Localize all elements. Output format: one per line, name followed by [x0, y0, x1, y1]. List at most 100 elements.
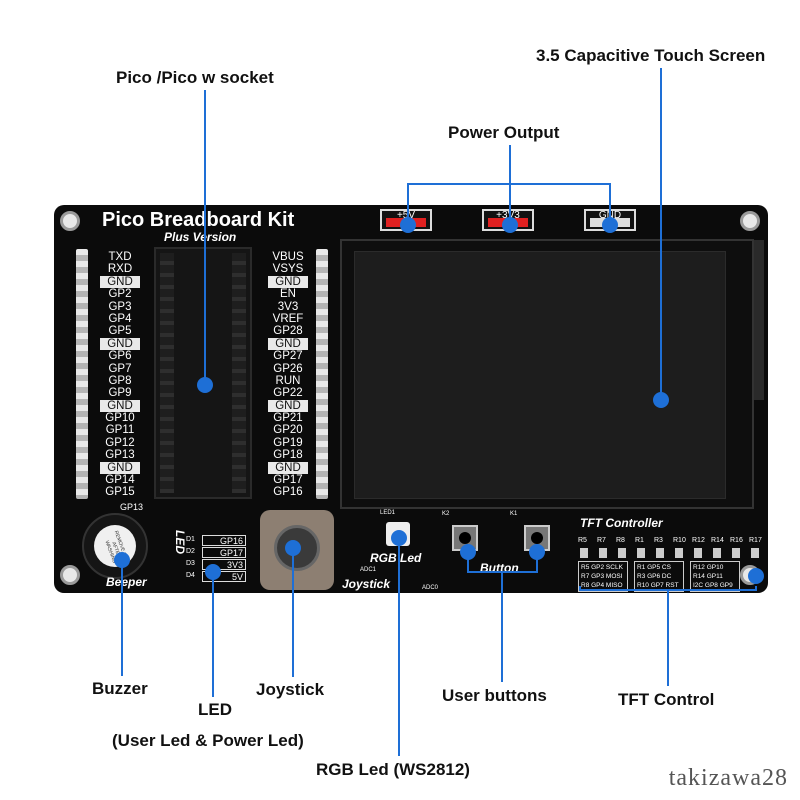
joystick-board-label: Joystick [342, 577, 391, 591]
touch-screen[interactable] [340, 239, 754, 509]
right-pin-label: VSYS [272, 263, 304, 276]
callout-power-output: Power Output [448, 123, 560, 142]
callout-tft-control: TFT Control [618, 690, 715, 709]
left-pin-label: GND [100, 337, 140, 351]
mounting-hole [60, 211, 80, 231]
tft-jumper[interactable] [751, 548, 759, 558]
tft-resistor-label: R17 [749, 537, 762, 544]
led-row-d1: GP16 [202, 535, 246, 546]
left-pin-label: TXD [108, 251, 132, 263]
tft-resistor-label: R14 [711, 537, 724, 544]
left-pin-label: GND [100, 399, 140, 413]
right-pin-label: VREF [272, 312, 304, 325]
adc0-label: ADC0 [422, 585, 439, 591]
tft-resistor-label: R16 [730, 537, 743, 544]
marker-dot-led [205, 564, 221, 580]
led-row-d3: 3V3 [202, 559, 246, 570]
power-label: +5V [396, 210, 416, 221]
marker-dot-power-5v [400, 217, 416, 233]
marker-dot-power-gnd [602, 217, 618, 233]
board-title: Pico Breadboard Kit [102, 209, 295, 231]
right-pin-label: GND [268, 399, 308, 413]
tft-map-line: R1 GP5 CS [637, 564, 671, 571]
tft-resistor-label: R5 [578, 537, 587, 544]
led-row-d4: 5V [202, 571, 246, 582]
left-pin-label: GP7 [108, 362, 132, 375]
tft-resistor-label: R12 [692, 537, 705, 544]
left-pin-label: GP15 [105, 486, 135, 499]
sd-card-slot [754, 240, 764, 400]
k2-label: K2 [442, 511, 450, 517]
tft-jumper[interactable] [694, 548, 702, 558]
left-pin-label: GP3 [108, 300, 132, 313]
right-pin-label: GP28 [273, 325, 303, 338]
tft-map-box-spi: R5 GP2 SCLK R7 GP3 MOSI R8 GP4 MISO [578, 561, 628, 592]
tft-jumper[interactable] [656, 548, 664, 558]
tft-map-line: R12 GP10 [693, 564, 724, 571]
marker-dot-rgb-led [391, 530, 407, 546]
marker-dot-power-3v3 [502, 217, 518, 233]
right-pin-label: GP26 [273, 362, 303, 375]
tft-resistor-label: R10 [673, 537, 686, 544]
marker-dot-tft-control [748, 568, 764, 584]
tft-map-line: R10 GP7 RST [637, 582, 679, 589]
tft-map-line: R5 GP2 SCLK [581, 564, 623, 571]
tft-jumper[interactable] [713, 548, 721, 558]
tft-jumper[interactable] [618, 548, 626, 558]
left-pin-label: GP2 [108, 288, 132, 301]
tft-resistor-label: R8 [616, 537, 625, 544]
tft-controller-title: TFT Controller [580, 516, 663, 530]
tft-resistor-label: R1 [635, 537, 644, 544]
led-id: D3 [186, 560, 195, 567]
marker-dot-button-k1 [529, 544, 545, 560]
marker-dot-button-k2 [460, 544, 476, 560]
right-pin-label: 3V3 [277, 300, 299, 313]
right-pin-label: GND [268, 275, 308, 289]
tft-jumper[interactable] [599, 548, 607, 558]
adc1-label: ADC1 [360, 567, 377, 573]
led-id: D4 [186, 572, 195, 579]
tft-map-line: R14 GP11 [693, 573, 723, 580]
marker-dot-touch-screen [653, 392, 669, 408]
tft-resistor-label: R7 [597, 537, 606, 544]
callout-buzzer: Buzzer [92, 679, 148, 698]
callout-led: LED [198, 700, 232, 719]
callout-joystick: Joystick [256, 680, 325, 699]
socket-column [160, 253, 174, 493]
tft-jumper[interactable] [732, 548, 740, 558]
led1-label: LED1 [380, 510, 396, 516]
tft-jumper[interactable] [675, 548, 683, 558]
buzzer-board-label: Beeper [106, 575, 147, 589]
watermark: takizawa28 [668, 765, 788, 791]
right-pin-label: EN [280, 288, 296, 301]
callout-rgb-led: RGB Led (WS2812) [316, 760, 470, 779]
buzzer-pin-label: GP13 [120, 502, 144, 512]
power-label: +3V3 [496, 210, 520, 221]
left-pin-label: GP10 [105, 412, 135, 425]
right-pin-label: GP22 [273, 387, 303, 400]
mounting-hole [740, 211, 760, 231]
callout-touch-screen: 3.5 Capacitive Touch Screen [536, 46, 766, 65]
callout-led-subtitle: (User Led & Power Led) [112, 731, 304, 750]
tft-map-line: R7 GP3 MOSI [581, 573, 623, 580]
left-pin-label: GP6 [108, 350, 132, 363]
marker-dot-joystick [285, 540, 301, 556]
right-pin-header [316, 249, 328, 499]
tft-jumper[interactable] [637, 548, 645, 558]
tft-map-box-touch: R12 GP10 R14 GP11 I2C GP8 GP9 [690, 561, 740, 592]
left-pin-label: GP5 [108, 325, 132, 338]
touch-screen-display[interactable] [354, 251, 726, 499]
tft-map-box-ctrl: R1 GP5 CS R3 GP6 DC R10 GP7 RST [634, 561, 684, 592]
buzzer: REMOVE SEAL AFTER WASHING [82, 513, 148, 579]
led-id: D2 [186, 548, 195, 555]
tft-jumper[interactable] [580, 548, 588, 558]
tft-map-line: R8 GP4 MISO [581, 582, 623, 589]
left-pin-label: GP9 [108, 387, 132, 400]
rgb-led-board-label: RGB Led [370, 551, 422, 565]
right-pin-label: RUN [275, 374, 301, 387]
led-row-d2: GP17 [202, 547, 246, 558]
right-pin-label: GP21 [273, 412, 303, 425]
